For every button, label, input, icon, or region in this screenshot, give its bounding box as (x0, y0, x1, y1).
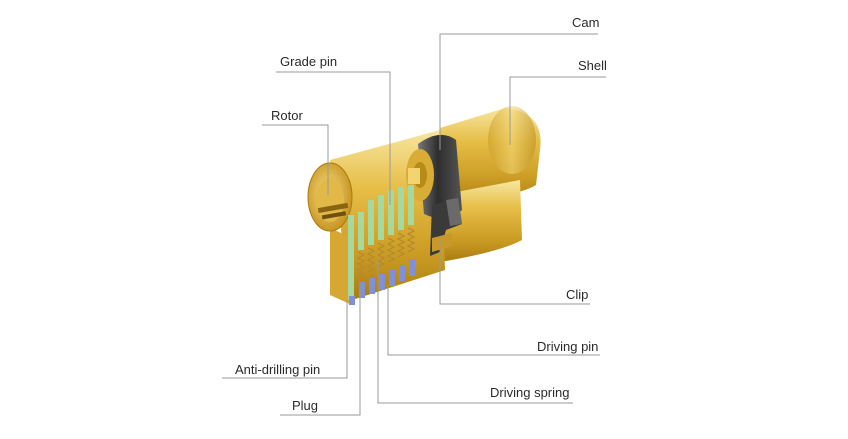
label-anti-drilling-pin: Anti-drilling pin (235, 362, 321, 377)
leader-rotor (262, 124, 329, 195)
pin-stacks (348, 185, 416, 305)
label-rotor: Rotor (271, 108, 303, 123)
label-grade-pin: Grade pin (280, 54, 338, 69)
label-cam: Cam (572, 15, 600, 30)
leader-cam (439, 33, 598, 150)
label-driving-spring: Driving spring (490, 385, 570, 400)
leader-anti-drilling-pin (222, 300, 348, 379)
leader-clip (439, 240, 590, 305)
leader-lines (222, 33, 606, 416)
leader-shell (509, 76, 606, 145)
label-plug: Plug (292, 398, 319, 413)
leader-driving-pin (387, 285, 600, 356)
label-shell: Shell (578, 58, 607, 73)
leader-grade-pin (276, 71, 391, 205)
label-driving-pin: Driving pin (537, 339, 599, 354)
rotor (307, 162, 353, 232)
label-clip: Clip (566, 287, 589, 302)
leader-plug (280, 290, 361, 416)
leader-driving-spring (377, 260, 573, 404)
clip (430, 198, 462, 256)
